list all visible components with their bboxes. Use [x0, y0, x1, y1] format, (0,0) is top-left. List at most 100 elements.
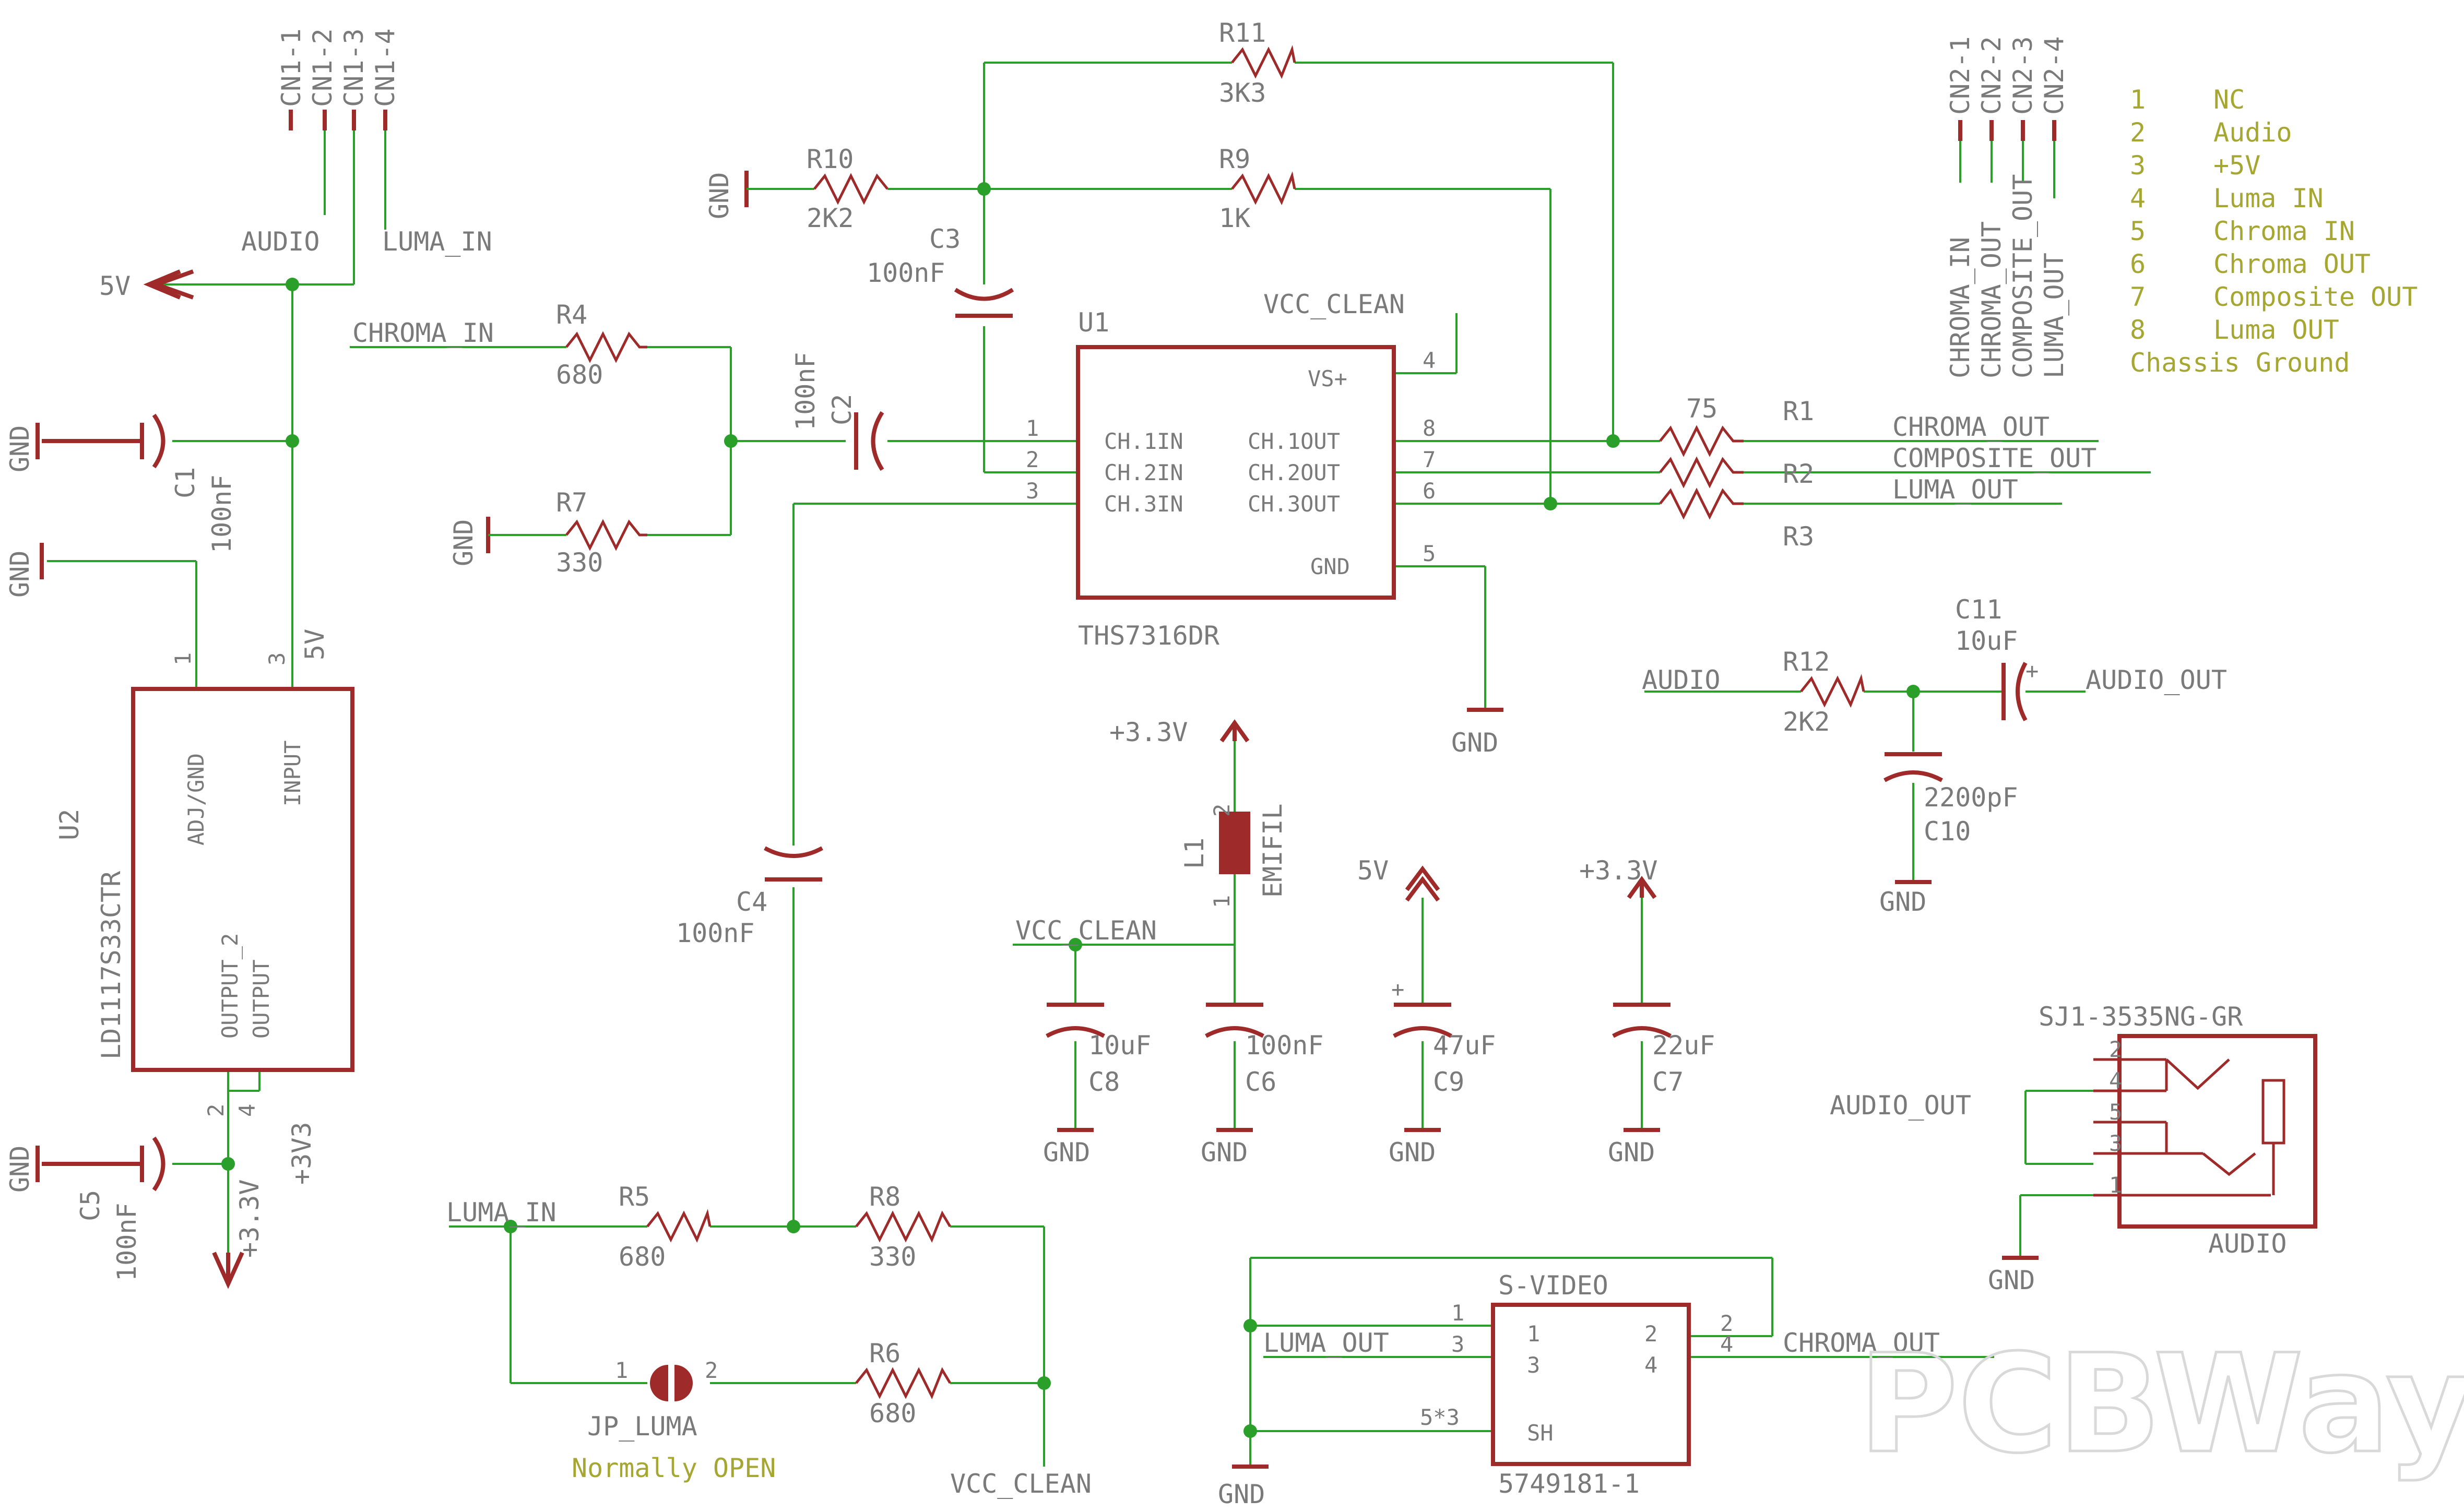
plus-icon: + — [1391, 977, 1404, 1002]
r11-name: R11 — [1219, 18, 1266, 48]
regulator-u2: U2 LD1117S33CTR ADJ/GND INPUT OUTPUT_2 O… — [54, 629, 354, 1185]
r1-value: 75 — [1686, 394, 1717, 424]
cn2-composite-out-label: COMPOSITE_OUT — [2008, 174, 2038, 378]
legend-num: 5 — [2130, 216, 2146, 246]
gnd-symbol: GND — [448, 517, 501, 566]
u2-ref: U2 — [54, 809, 85, 840]
cn2-luma-out-label: LUMA_OUT — [2039, 253, 2069, 378]
capacitor-c4: C4 100nF — [676, 846, 823, 948]
power-3v3-arrow-up: +3.3V — [1109, 717, 1250, 747]
cn1-pin2-label: CN1-2 — [307, 28, 338, 107]
svideo-part: 5749181-1 — [1498, 1469, 1640, 1499]
gnd-label: GND — [1608, 1137, 1655, 1168]
svideo-inner-3: 3 — [1527, 1352, 1540, 1378]
cn2-pin2-label: CN2-2 — [1976, 36, 2007, 115]
jumper-pin2: 2 — [705, 1358, 718, 1383]
cn2-pin3-label: CN2-3 — [2008, 36, 2038, 115]
u1-pin4: 4 — [1423, 348, 1436, 373]
legend-label: Chroma IN — [2213, 216, 2355, 246]
u2-output-net-label: +3V3 — [287, 1122, 317, 1185]
audio-jack-pin1: 1 — [2109, 1172, 2122, 1198]
gnd-label: GND — [1451, 728, 1498, 758]
c6-value: 100nF — [1245, 1030, 1324, 1061]
c7-name: C7 — [1652, 1067, 1684, 1097]
power-5v-arrow-up: 5V — [1357, 855, 1440, 902]
c5-name: C5 — [75, 1190, 105, 1221]
gnd-symbol: GND — [1608, 1128, 1660, 1168]
u2-pin3: 3 — [264, 652, 290, 665]
c7-value: 22uF — [1652, 1030, 1715, 1061]
u1-pin6: 6 — [1423, 478, 1436, 504]
r4-name: R4 — [556, 300, 587, 330]
capacitor-c3: C3 100nF — [867, 224, 1014, 318]
net-5v-label: 5V — [1357, 855, 1389, 886]
resistor-r5: R5 680 — [619, 1182, 712, 1272]
audio-jack-pin3: 3 — [2109, 1130, 2122, 1156]
r10-value: 2K2 — [807, 203, 854, 233]
legend-num: 4 — [2130, 183, 2146, 213]
l1-pin2: 2 — [1209, 804, 1235, 817]
c9-value: 47uF — [1433, 1030, 1496, 1061]
gnd-label: GND — [1043, 1137, 1090, 1168]
svideo-pin5: 5*3 — [1420, 1404, 1460, 1430]
legend-label: NC — [2213, 85, 2245, 115]
audio-out-net-label: AUDIO_OUT — [2086, 665, 2227, 695]
u1-pin5: 5 — [1423, 541, 1436, 566]
net-5v-label: 5V — [99, 271, 131, 301]
r4-value: 680 — [556, 360, 603, 390]
r5-name: R5 — [619, 1182, 650, 1212]
svideo-inner-1: 1 — [1527, 1321, 1540, 1347]
audio-jack-pin4: 4 — [2109, 1068, 2122, 1093]
gnd-label: GND — [1218, 1479, 1265, 1509]
legend-num: 6 — [2130, 249, 2146, 279]
legend-num: 7 — [2130, 282, 2146, 312]
svideo-luma-out-label: LUMA_OUT — [1263, 1328, 1389, 1358]
c3-value: 100nF — [867, 258, 945, 288]
r12-name: R12 — [1783, 647, 1830, 677]
svideo-inner-4: 4 — [1644, 1352, 1657, 1378]
u2-pin4: 4 — [234, 1104, 260, 1117]
capacitor-c2: C2 100nF — [790, 352, 884, 471]
svideo-connector: S-VIDEO 5749181-1 1 2 3 4 SH 1 2 3 4 5*3… — [1263, 1270, 1940, 1499]
power-3v3-arrow-down: +3.3V — [212, 1179, 265, 1289]
cn1-pin3-label: CN1-3 — [339, 28, 369, 107]
luma-out-net-label: LUMA_OUT — [1892, 474, 2018, 505]
u1-pin8: 8 — [1423, 415, 1436, 441]
chroma-in-net-label: CHROMA_IN — [352, 318, 494, 348]
u2-pin-label-input: INPUT — [280, 741, 305, 806]
r8-name: R8 — [869, 1182, 901, 1212]
c4-value: 100nF — [676, 918, 755, 948]
c1-name: C1 — [170, 467, 200, 498]
legend-label: Luma OUT — [2213, 315, 2339, 345]
gnd-label: GND — [1201, 1137, 1248, 1168]
gnd-symbol: GND — [1879, 880, 1932, 917]
plus-icon: + — [2025, 658, 2039, 684]
gnd-label: GND — [1988, 1265, 2035, 1295]
resistor-r8: R8 330 — [855, 1182, 952, 1272]
cn2-pin1-label: CN2-1 — [1945, 36, 1975, 115]
capacitor-c7: 22uF C7 — [1612, 1003, 1715, 1097]
cn1-pin1-label: CN1-1 — [276, 28, 306, 107]
legend-num: 3 — [2130, 150, 2146, 181]
audio-jack-net: AUDIO_OUT — [1830, 1090, 1971, 1121]
resistor-r10: R10 2K2 — [807, 144, 889, 233]
gnd-label: GND — [1389, 1137, 1436, 1168]
legend-label: Composite OUT — [2213, 282, 2418, 312]
resistor-r7: R7 330 — [556, 487, 647, 578]
audio-jack-pin2: 2 — [2109, 1037, 2122, 1062]
l1-name: L1 — [1179, 838, 1210, 869]
u1-pin3: 3 — [1026, 478, 1039, 504]
audio-net-label: AUDIO — [1642, 665, 1721, 695]
resistor-r2: R2 — [1659, 456, 1814, 489]
legend-num: 8 — [2130, 315, 2146, 345]
svideo-inner-2: 2 — [1644, 1321, 1657, 1347]
r1-name: R1 — [1783, 396, 1814, 426]
gnd-symbol: GND — [704, 171, 757, 219]
capacitor-c10: 2200pF C10 — [1883, 752, 2018, 847]
u1-pin-label-ch3out: CH.3OUT — [1248, 491, 1340, 517]
gnd-symbol: GND — [1988, 1256, 2039, 1295]
u2-part: LD1117S33CTR — [96, 871, 126, 1059]
r8-value: 330 — [869, 1242, 916, 1272]
legend-label: Audio — [2213, 117, 2292, 148]
